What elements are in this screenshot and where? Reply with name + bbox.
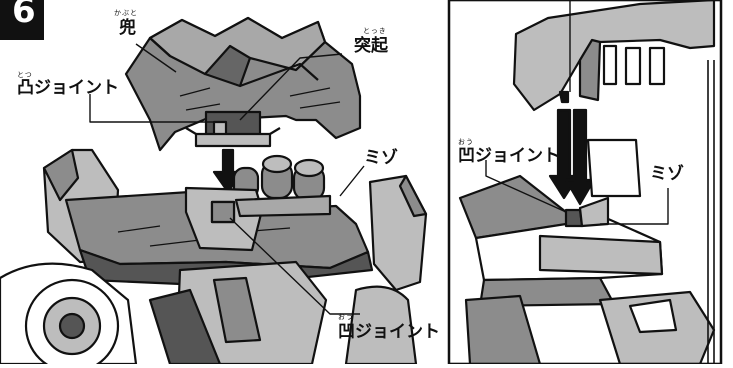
- totsu-joint-label: 凸ジョイント: [17, 78, 119, 98]
- ou-joint-bottom-ruby: おう: [338, 313, 354, 321]
- mizo-label-left: ミゾ: [364, 148, 398, 168]
- kabuto-label: 兜: [119, 18, 136, 38]
- step-number: 6: [12, 0, 36, 31]
- tokki-ruby: とっき: [363, 27, 387, 35]
- totsu-joint-ruby: とつ: [17, 71, 33, 79]
- helmet-part: [124, 16, 362, 152]
- ou-joint-bottom-label: 凹ジョイント: [338, 322, 440, 342]
- tokki-label: 突起: [354, 36, 388, 56]
- step-number-badge: 6: [0, 0, 44, 40]
- mizo-label-right: ミゾ: [650, 164, 684, 184]
- kabuto-ruby: かぶと: [114, 9, 138, 17]
- detail-view: [458, 0, 716, 366]
- body-part: [0, 148, 428, 368]
- ou-joint-right-ruby: おう: [458, 138, 474, 146]
- ou-joint-right-label: 凹ジョイント: [458, 146, 560, 166]
